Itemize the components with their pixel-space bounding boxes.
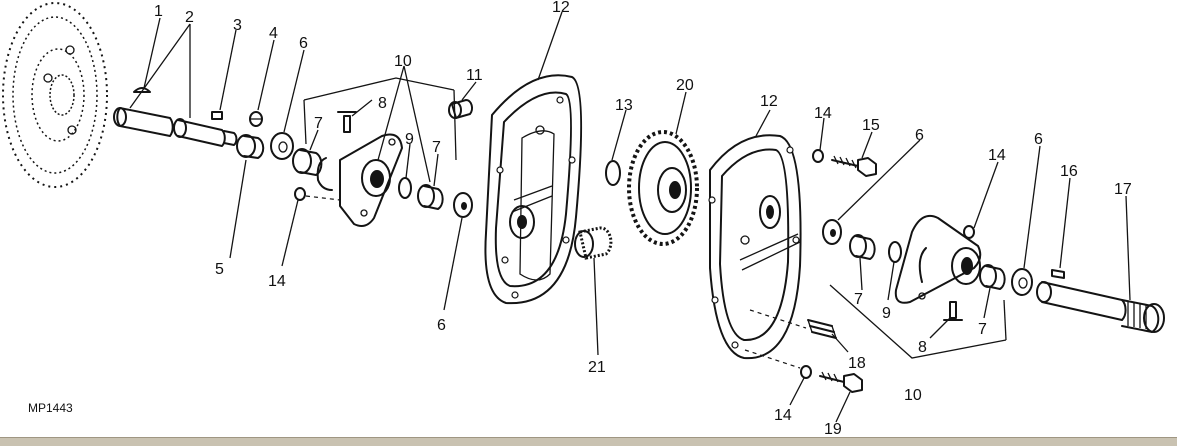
pinion-21: [574, 226, 613, 260]
callout-11: 11: [466, 67, 483, 84]
callout-7: 7: [978, 321, 987, 338]
case-half-12-left: [484, 74, 583, 305]
callout-10: 10: [904, 387, 922, 404]
key-16: [1051, 269, 1065, 279]
splined-shaft-17: [1036, 281, 1165, 333]
callout-6: 6: [299, 35, 308, 52]
bearing-7-left-b: [417, 184, 444, 210]
bearing-housing-right: [894, 214, 982, 304]
bearing-7-right-a: [849, 234, 876, 260]
callout-17: 17: [1114, 181, 1132, 198]
leader-lines: [129, 11, 1131, 423]
callout-14: 14: [988, 147, 1006, 164]
washer-14-top: [812, 149, 824, 163]
bearing-7-right-b: [979, 264, 1006, 290]
callout-16: 16: [1060, 163, 1078, 180]
grease-fitting-8-right: [943, 301, 963, 321]
callout-10: 10: [394, 53, 412, 70]
woodruff-key-1: [133, 87, 151, 93]
washer-6-right-b: [1011, 268, 1033, 296]
callout-1: 1: [154, 3, 163, 20]
o-ring-9-left: [398, 177, 412, 199]
large-sprocket: [2, 2, 108, 188]
washer-6-left: [270, 132, 294, 160]
callout-18: 18: [848, 355, 866, 372]
washer-14-right: [963, 225, 975, 239]
callout-15: 15: [862, 117, 880, 134]
washer-6-left-b: [453, 192, 473, 218]
spring-18: [807, 319, 837, 339]
callout-12: 12: [552, 0, 570, 16]
exploded-parts-diagram: 1 2 3 4 5 6 7 8 9 7 10 11 12 13 14 6 20 …: [2, 0, 1165, 437]
callout-19: 19: [824, 421, 842, 437]
snap-ring-13: [605, 160, 621, 186]
sprocket-20: [627, 130, 699, 246]
callout-20: 20: [676, 77, 694, 94]
bearing-7-left-a: [292, 148, 323, 176]
bottom-edge-bar: [0, 437, 1177, 446]
washer-14-left: [294, 187, 306, 201]
callout-7: 7: [314, 115, 323, 132]
washer-6-right-a: [822, 219, 842, 245]
callout-5: 5: [215, 261, 224, 278]
callout-9: 9: [405, 131, 414, 148]
callout-6: 6: [437, 317, 446, 334]
case-half-12-right: [708, 134, 802, 360]
plug-11: [448, 98, 474, 119]
callout-3: 3: [233, 17, 242, 34]
bolt-19: [819, 371, 863, 393]
callout-8: 8: [918, 339, 927, 356]
o-ring-9-right: [888, 241, 902, 263]
callout-7: 7: [432, 139, 441, 156]
callout-12: 12: [760, 93, 778, 110]
callout-9: 9: [882, 305, 891, 322]
callout-labels: 1 2 3 4 5 6 7 8 9 7 10 11 12 13 14 6 20 …: [154, 0, 1132, 437]
callout-14: 14: [814, 105, 832, 122]
bolt-15: [831, 155, 877, 177]
figure-reference-code: MP1443: [28, 401, 73, 415]
part-4: [249, 111, 263, 127]
washer-14-bottom: [800, 365, 812, 379]
callout-2: 2: [185, 9, 194, 26]
shaft-2: [113, 107, 238, 147]
bearing-housing-left: [316, 133, 403, 227]
callout-21: 21: [588, 359, 606, 376]
callout-14: 14: [774, 407, 792, 424]
callout-4: 4: [269, 25, 278, 42]
callout-13: 13: [615, 97, 633, 114]
grease-fitting-8-left: [337, 111, 357, 133]
callout-6: 6: [1034, 131, 1043, 148]
bushing-5: [236, 134, 265, 159]
callout-14: 14: [268, 273, 286, 290]
callout-8: 8: [378, 95, 387, 112]
callout-7: 7: [854, 291, 863, 308]
callout-6: 6: [915, 127, 924, 144]
key-3: [211, 111, 223, 120]
